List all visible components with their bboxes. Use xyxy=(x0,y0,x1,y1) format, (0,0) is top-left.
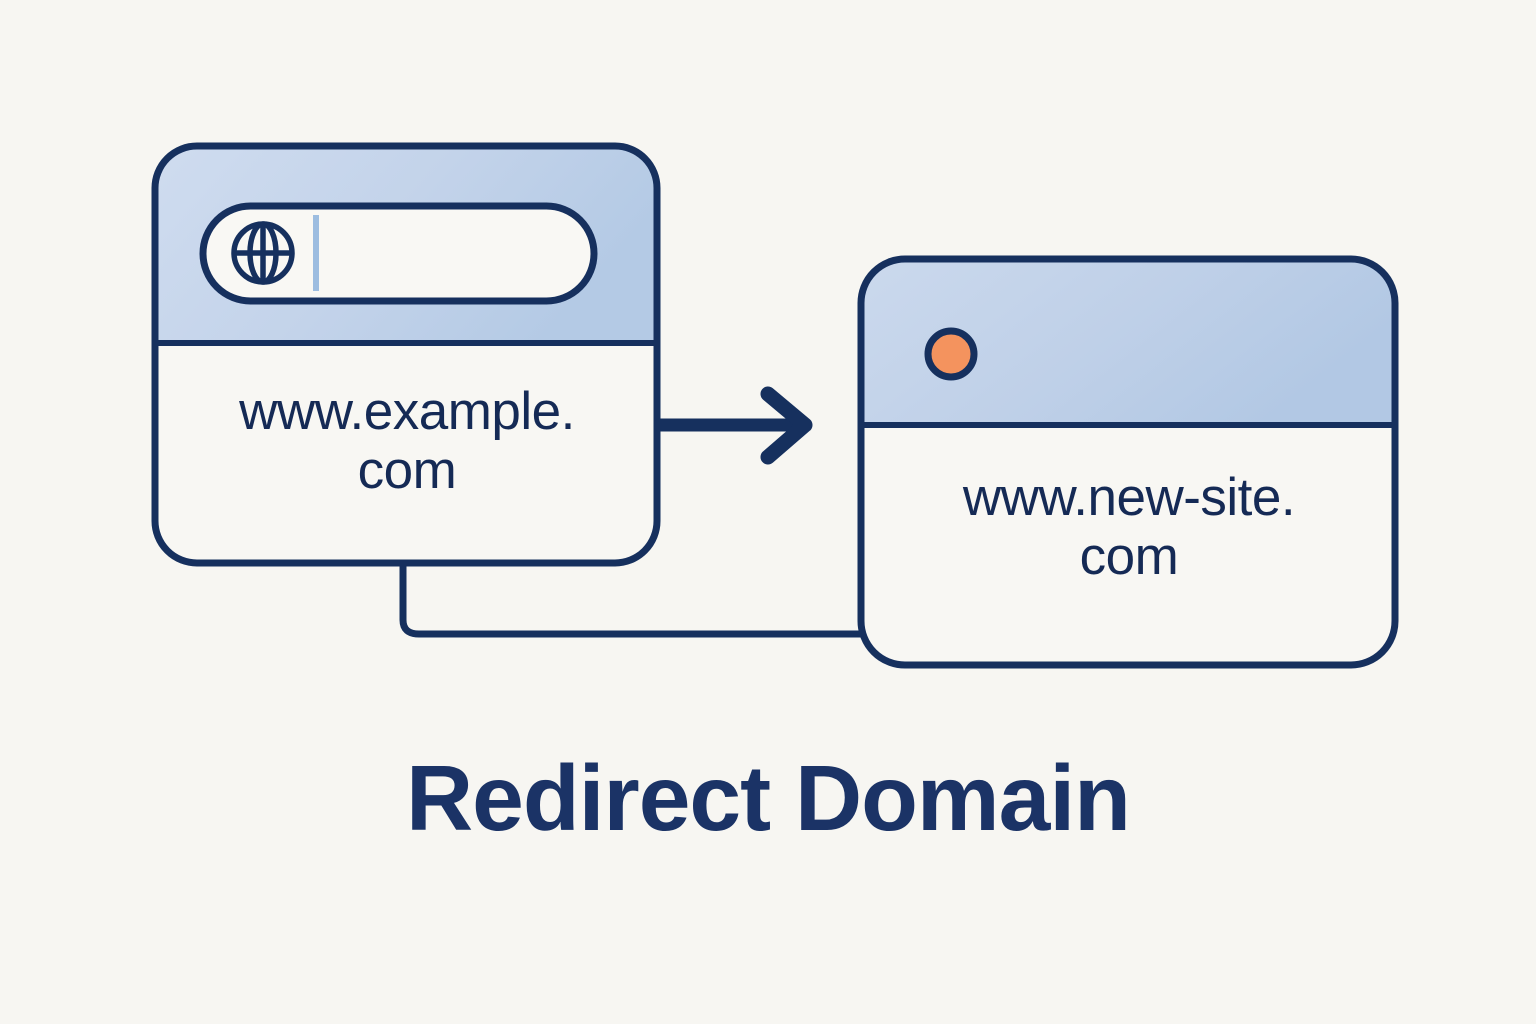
url-bar[interactable] xyxy=(199,202,598,305)
redirect-path-line xyxy=(399,549,884,638)
page-title: Redirect Domain xyxy=(405,746,1131,850)
globe-icon xyxy=(231,221,295,285)
source-window-frame[interactable] xyxy=(151,142,661,567)
status-dot[interactable] xyxy=(924,327,978,381)
redirect-arrow xyxy=(653,386,813,465)
destination-window-frame[interactable] xyxy=(857,255,1399,669)
